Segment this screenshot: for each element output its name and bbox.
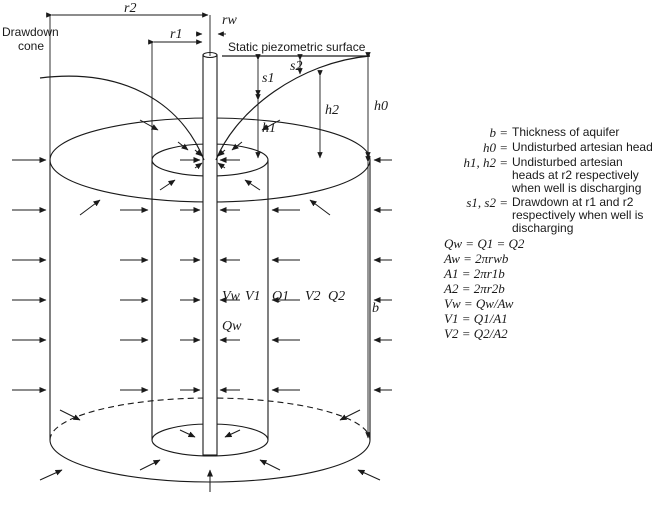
- equation: A2 = 2πr2b: [444, 281, 505, 296]
- flow-arrow: [177, 141, 189, 151]
- drawdown-cone: [39, 55, 371, 161]
- h2-label: h2: [325, 103, 339, 118]
- r1-label: r1: [170, 27, 182, 42]
- flow-arrow: [339, 409, 361, 421]
- definition-row: h0 = Undisturbed artesian head: [412, 141, 657, 156]
- v2-label: V2: [305, 289, 321, 304]
- b-label: b: [372, 301, 379, 316]
- drawdown-cone-label: Drawdown cone: [2, 25, 59, 53]
- q1-label: Q1: [272, 289, 289, 304]
- definition-row: h1, h2 = Undisturbed artesian heads at r2…: [412, 156, 657, 196]
- equation: A1 = 2πr1b: [444, 266, 505, 281]
- definition-text: Undisturbed artesian heads at r2 respect…: [512, 155, 642, 195]
- equation: V2 = Q2/A2: [444, 326, 508, 341]
- vw-label: Vw: [222, 289, 241, 304]
- flow-arrow: [217, 149, 226, 157]
- definition-row: b = Thickness of aquifer: [412, 126, 657, 141]
- flow-arrow: [179, 429, 196, 438]
- flow-arrow: [194, 162, 203, 170]
- legend: b = Thickness of aquifer h0 = Undisturbed a…: [412, 126, 657, 342]
- flow-arrow: [244, 179, 261, 191]
- flow-arrow: [261, 119, 281, 131]
- equation: Aw = 2πrwb: [444, 251, 509, 266]
- flow-arrow: [231, 141, 243, 151]
- definition-symbol: s1, s2 =: [466, 195, 508, 210]
- v1-label: V1: [245, 289, 261, 304]
- definition-symbol: h1, h2 =: [463, 155, 508, 170]
- flow-arrow: [39, 469, 63, 481]
- static-surface-label: Static piezometric surface: [228, 40, 366, 54]
- flow-arrow: [139, 459, 161, 471]
- drawdown-label-line2: cone: [18, 39, 44, 53]
- definition-row: s1, s2 = Drawdown at r1 and r2 respective…: [412, 196, 657, 236]
- definition-symbol: h0 =: [482, 140, 508, 155]
- rw-label: rw: [222, 13, 237, 28]
- flow-arrow: [357, 469, 381, 481]
- s1-label: s1: [262, 71, 274, 86]
- equation: V1 = Q1/A1: [444, 311, 508, 326]
- flow-arrow: [79, 199, 101, 216]
- flow-arrow: [224, 429, 241, 438]
- definitions-list: b = Thickness of aquifer h0 = Undisturbed a…: [412, 126, 657, 236]
- h0-label: h0: [374, 99, 388, 114]
- flow-arrow: [159, 179, 176, 191]
- dimension-lines: [46, 12, 371, 439]
- flow-arrow: [139, 119, 159, 131]
- definition-text: Drawdown at r1 and r2 respectively when …: [512, 195, 644, 235]
- r2-label: r2: [124, 1, 136, 16]
- equation: Vw = Qw/Aw: [444, 296, 514, 311]
- qw-label: Qw: [222, 319, 242, 334]
- flow-arrow: [259, 459, 281, 471]
- flow-arrow: [59, 409, 81, 421]
- flow-arrow: [194, 149, 203, 157]
- flow-arrow: [217, 162, 226, 170]
- definition-symbol: b =: [489, 125, 508, 140]
- drawdown-label-line1: Drawdown: [2, 25, 59, 39]
- equation: Qw = Q1 = Q2: [444, 236, 525, 251]
- well-pipe: [202, 51, 218, 456]
- flow-arrow: [309, 199, 331, 216]
- definition-text: Undisturbed artesian head: [512, 140, 653, 154]
- flow-arrows: [12, 119, 392, 492]
- q2-label: Q2: [328, 289, 345, 304]
- h1-label: h1: [262, 121, 276, 136]
- definition-text: Thickness of aquifer: [512, 125, 620, 139]
- s2-label: s2: [290, 59, 302, 74]
